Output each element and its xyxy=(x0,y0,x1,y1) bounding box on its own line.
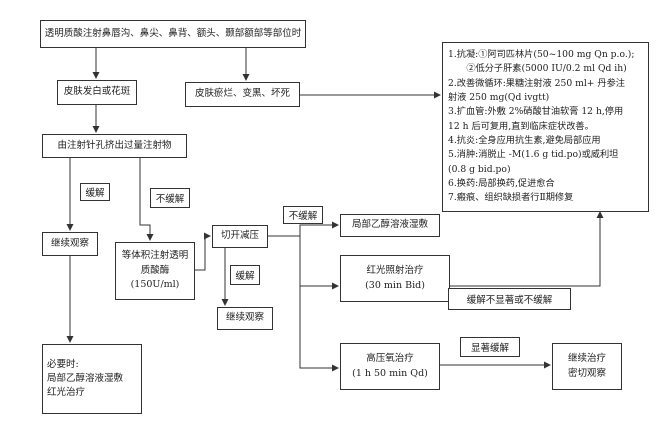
note-line-1: 必要时: xyxy=(47,358,79,370)
necrosis-text: 皮肤瘀烂、变黑、坏死 xyxy=(194,88,290,100)
note-node: 必要时: 局部乙醇溶液湿敷 红光治疗 xyxy=(42,344,142,414)
hbo-line-2: (1 h 50 min Qd) xyxy=(352,367,428,379)
treatment-line-1: 1.抗凝:①阿司匹林片(50~100 mg Qn p.o.); xyxy=(448,49,635,60)
pale-skin-node: 皮肤发白或花斑 xyxy=(57,80,137,105)
treatment-line-4: 射液 250 mg(Qd ivgtt) xyxy=(448,92,550,104)
observe-node-1: 继续观察 xyxy=(42,232,98,256)
alcohol-text: 局部乙醇溶液湿敷 xyxy=(351,219,428,231)
treatment-line-10: 6.换药:局部换药,促进愈合 xyxy=(448,178,555,190)
hyaluronidase-line-2: 质酸酶 xyxy=(140,264,170,276)
alcohol-node: 局部乙醇溶液湿敷 xyxy=(340,214,440,237)
redlight-node: 红光照射治疗 (30 min Bid) xyxy=(340,255,450,302)
label-relief-2: 缓解 xyxy=(230,265,260,285)
redlight-line-1: 红光照射治疗 xyxy=(366,264,424,276)
hbo-line-1: 高压氧治疗 xyxy=(366,352,414,364)
hbo-node: 高压氧治疗 (1 h 50 min Qd) xyxy=(340,343,440,390)
treatment-node: 1.抗凝:①阿司匹林片(50~100 mg Qn p.o.); ②低分子肝素(5… xyxy=(442,42,649,212)
hyaluronidase-node: 等体积注射透明 质酸酶 (150U/ml) xyxy=(115,242,195,300)
observe-node-2: 继续观察 xyxy=(217,307,273,330)
pale-skin-text: 皮肤发白或花斑 xyxy=(63,86,131,98)
label-no-relief-2: 不缓解 xyxy=(283,206,323,224)
label-obvious: 显著缓解 xyxy=(460,337,520,357)
treatment-line-3: 2.改善微循环:果糖注射液 250 ml+ 丹参注 xyxy=(448,77,625,89)
treatment-line-6: 12 h 后可复用,直到临床症状改善。 xyxy=(448,120,594,132)
arrow-to-alcohol xyxy=(299,221,339,236)
observe-text-1: 继续观察 xyxy=(50,237,89,249)
treatment-line-8: 5.消肿:消脱止 -M(1.6 g tid.po)或威利坦 xyxy=(448,149,619,161)
label-obvious-text: 显著缓解 xyxy=(470,343,509,354)
label-no-relief-1-text: 不缓解 xyxy=(155,194,185,205)
observe-text-2: 继续观察 xyxy=(225,312,264,324)
label-not-obvious: 缓解不显著或不缓解 xyxy=(448,288,571,310)
incision-text: 切开减压 xyxy=(220,230,259,242)
note-line-3: 红光治疗 xyxy=(47,387,86,399)
label-not-obvious-text: 缓解不显著或不缓解 xyxy=(466,295,553,306)
treatment-line-11: 7.瘢痕、组织缺损者行Ⅱ期修复 xyxy=(448,192,574,204)
squeeze-node: 由注射针孔挤出过量注射物 xyxy=(42,134,187,158)
continue-line-1: 继续治疗 xyxy=(567,352,606,364)
label-relief-2-text: 缓解 xyxy=(235,271,255,282)
start-node-text: 透明质酸注射鼻唇沟、鼻尖、鼻背、额头、颞部额部等部位时 xyxy=(44,27,302,39)
label-no-relief-2-text: 不缓解 xyxy=(288,211,318,222)
treatment-line-2: ②低分子肝素(5000 IU/0.2 ml Qd ih) xyxy=(448,63,627,75)
treatment-line-7: 4.抗炎:全身应用抗生素,避免局部应用 xyxy=(448,135,601,147)
label-no-relief-1: 不缓解 xyxy=(150,188,190,208)
arrow-not-obvious xyxy=(450,211,604,287)
arrow-to-hbo xyxy=(299,286,339,372)
arrow-squeeze-to-hyaluronidase xyxy=(139,157,154,241)
label-relief-1-text: 缓解 xyxy=(85,188,105,199)
hyaluronidase-line-3: (150U/ml) xyxy=(130,279,180,291)
necrosis-node: 皮肤瘀烂、变黑、坏死 xyxy=(185,82,300,107)
hyaluronidase-line-1: 等体积注射透明 xyxy=(121,249,189,261)
squeeze-text: 由注射针孔挤出过量注射物 xyxy=(57,139,172,151)
treatment-line-9: (0.8 g bid.po) xyxy=(448,163,511,175)
label-relief-1: 缓解 xyxy=(80,183,110,201)
continue-line-2: 密切观察 xyxy=(567,367,606,379)
start-node: 透明质酸注射鼻唇沟、鼻尖、鼻背、额头、颞部额部等部位时 xyxy=(40,20,306,48)
incision-node: 切开减压 xyxy=(212,225,268,248)
redlight-line-2: (30 min Bid) xyxy=(365,279,425,291)
continue-node: 继续治疗 密切观察 xyxy=(552,343,622,390)
arrow-hyal-to-incision xyxy=(195,232,211,271)
arrow-to-redlight xyxy=(299,236,339,290)
note-line-2: 局部乙醇溶液湿敷 xyxy=(47,372,124,384)
treatment-line-5: 3.扩血管:外敷 2%硝酸甘油软膏 12 h,停用 xyxy=(448,106,624,118)
